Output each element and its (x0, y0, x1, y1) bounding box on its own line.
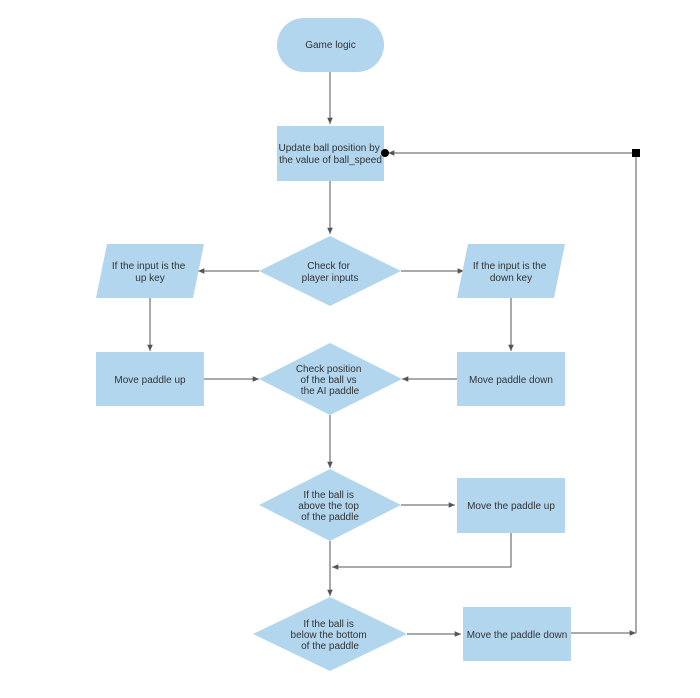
node-check-ball-ai-line: of the ball vs (301, 375, 357, 386)
node-ball-above: If the ball is above the top of the padd… (259, 469, 401, 541)
node-input-up-line: If the input is the (112, 261, 186, 272)
node-input-up-shape (96, 244, 204, 298)
node-move-paddle-down: Move paddle down (457, 352, 565, 406)
node-update-ball-line: Update ball position by (279, 143, 380, 154)
node-move-the-paddle-up-label: Move the paddle up (467, 501, 555, 512)
node-check-inputs-label: Check for player inputs (302, 261, 359, 284)
node-move-paddle-up: Move paddle up (96, 352, 204, 406)
node-ball-below: If the ball is below the bottom of the p… (253, 597, 407, 671)
node-move-the-paddle-up: Move the paddle up (457, 478, 565, 533)
node-move-paddle-down-label: Move paddle down (469, 375, 553, 386)
node-ball-above-line: above the top (298, 501, 359, 512)
node-check-inputs-line: player inputs (302, 273, 359, 284)
node-check-inputs-line: Check for (307, 261, 350, 272)
node-game-logic: Game logic (277, 18, 384, 72)
node-game-logic-shape (277, 18, 384, 72)
node-move-paddle-up-shape (96, 352, 204, 406)
node-ball-below-line: of the paddle (301, 641, 359, 652)
node-check-ball-ai-shape (259, 343, 402, 415)
node-move-paddle-up-label: Move paddle up (114, 375, 186, 386)
node-move-the-paddle-down: Move the paddle down (463, 607, 571, 661)
node-update-ball-line: the value of ball_speed (279, 155, 382, 166)
edge-move-the-up-return (332, 533, 512, 570)
node-move-the-paddle-down-line: Move the paddle down (467, 630, 568, 641)
node-input-down-line: If the input is the (473, 261, 547, 272)
node-move-paddle-down-shape (457, 352, 565, 406)
node-move-paddle-up-line: Move paddle up (114, 375, 186, 386)
node-check-ball-ai-line: the AI paddle (301, 386, 360, 397)
node-input-up-line: up key (135, 273, 164, 284)
node-move-the-paddle-down-shape (463, 607, 571, 661)
node-move-paddle-down-line: Move paddle down (469, 375, 553, 386)
node-update-ball-label: Update ball position by the value of bal… (279, 143, 383, 166)
node-move-the-paddle-down-label: Move the paddle down (467, 630, 568, 641)
node-ball-below-shape (253, 597, 407, 671)
node-input-down-line: down key (490, 273, 532, 284)
loop-connector-square (632, 149, 640, 157)
node-ball-above-line: If the ball is (303, 490, 354, 501)
node-update-ball-shape (277, 126, 384, 181)
node-check-inputs: Check for player inputs (259, 236, 401, 306)
node-input-down-label: If the input is the down key (473, 261, 549, 284)
node-check-ball-ai-label: Check position of the ball vs the AI pad… (296, 364, 364, 397)
node-game-logic-line: Game logic (305, 40, 356, 51)
node-game-logic-label: Game logic (305, 40, 356, 51)
node-ball-above-shape (259, 469, 401, 541)
node-move-the-paddle-up-line: Move the paddle up (467, 501, 555, 512)
node-input-down-shape (457, 244, 565, 298)
node-check-ball-ai-line: Check position (296, 364, 362, 375)
node-ball-below-line: below the bottom (291, 630, 367, 641)
node-ball-above-line: of the paddle (301, 512, 359, 523)
node-check-inputs-shape (259, 236, 401, 306)
connector-dot (381, 149, 389, 157)
node-ball-below-line: If the ball is (303, 619, 354, 630)
node-update-ball: Update ball position by the value of bal… (277, 126, 389, 181)
node-move-the-paddle-up-shape (457, 478, 565, 533)
node-input-down: If the input is the down key (457, 244, 565, 298)
node-ball-below-label: If the ball is below the bottom of the p… (291, 619, 370, 652)
node-input-up: If the input is the up key (96, 244, 204, 298)
node-check-ball-ai: Check position of the ball vs the AI pad… (259, 343, 402, 415)
node-input-up-label: If the input is the up key (112, 261, 188, 284)
node-ball-above-label: If the ball is above the top of the padd… (298, 490, 361, 523)
